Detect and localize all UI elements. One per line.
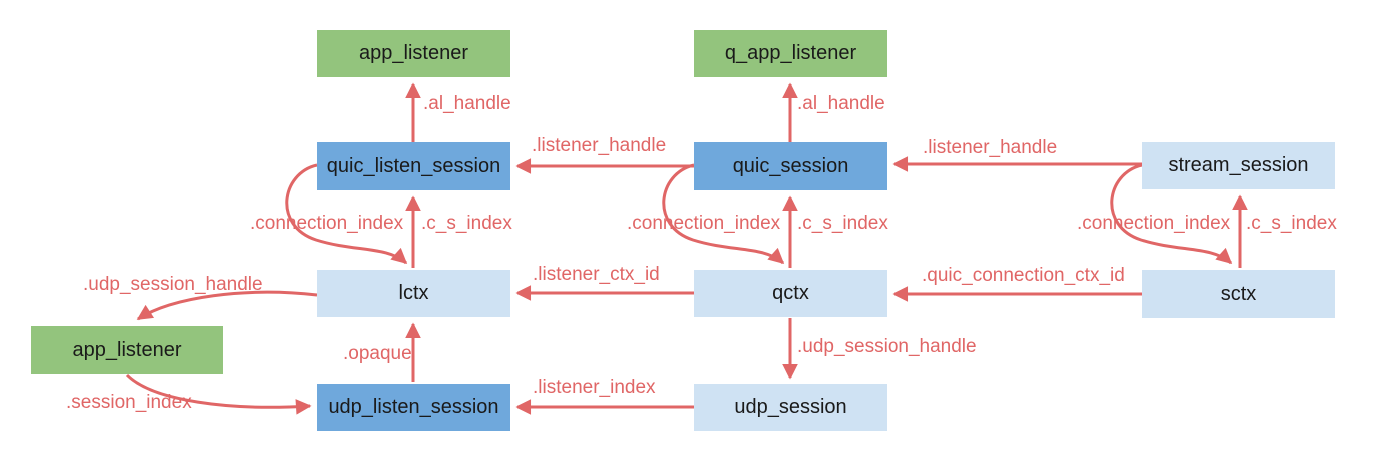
edge-connection-index-left-label: .connection_index xyxy=(250,213,404,234)
edge-opaque-label: .opaque xyxy=(343,343,412,364)
edge-quic-connection-ctx-id-label: .quic_connection_ctx_id xyxy=(922,265,1125,286)
edge-session-index-label: .session_index xyxy=(66,392,192,413)
edge-connection-index-mid-label: .connection_index xyxy=(627,213,781,234)
edge-connection-index-right-label: .connection_index xyxy=(1077,213,1231,234)
edge-session-index-arrow xyxy=(125,373,312,415)
node-app-listener-top: app_listener xyxy=(317,30,510,77)
edge-connection-index-mid-arrow xyxy=(662,163,785,265)
edge-al-handle-right-label: .al_handle xyxy=(797,93,885,114)
edge-udp-session-handle-left-label: .udp_session_handle xyxy=(83,274,263,295)
edge-c-s-index-right-label: .c_s_index xyxy=(1246,213,1337,234)
edge-udp-session-handle-mid-label: .udp_session_handle xyxy=(797,336,977,357)
node-stream-session: stream_session xyxy=(1142,142,1335,189)
node-lctx: lctx xyxy=(317,270,510,317)
edge-listener-ctx-id-label: .listener_ctx_id xyxy=(533,264,660,285)
edge-connection-index-right-arrow xyxy=(1110,163,1233,265)
node-sctx: sctx xyxy=(1142,270,1335,318)
edge-al-handle-left-label: .al_handle xyxy=(423,93,511,114)
node-app-listener-bottom: app_listener xyxy=(31,326,223,374)
node-q-app-listener: q_app_listener xyxy=(694,30,887,77)
edge-connection-index-left-arrow xyxy=(285,163,408,265)
node-quic-session: quic_session xyxy=(694,142,887,190)
node-quic-listen-session: quic_listen_session xyxy=(317,142,510,190)
node-udp-listen-session: udp_listen_session xyxy=(317,384,510,431)
node-udp-session: udp_session xyxy=(694,384,887,431)
edge-c-s-index-left-label: .c_s_index xyxy=(421,213,512,234)
node-qctx: qctx xyxy=(694,270,887,317)
edge-c-s-index-mid-label: .c_s_index xyxy=(797,213,888,234)
edge-udp-session-handle-left-arrow xyxy=(136,290,318,321)
edge-listener-index-label: .listener_index xyxy=(533,377,656,398)
edge-listener-handle-left-label: .listener_handle xyxy=(532,135,667,156)
edge-listener-handle-right-label: .listener_handle xyxy=(923,137,1058,158)
